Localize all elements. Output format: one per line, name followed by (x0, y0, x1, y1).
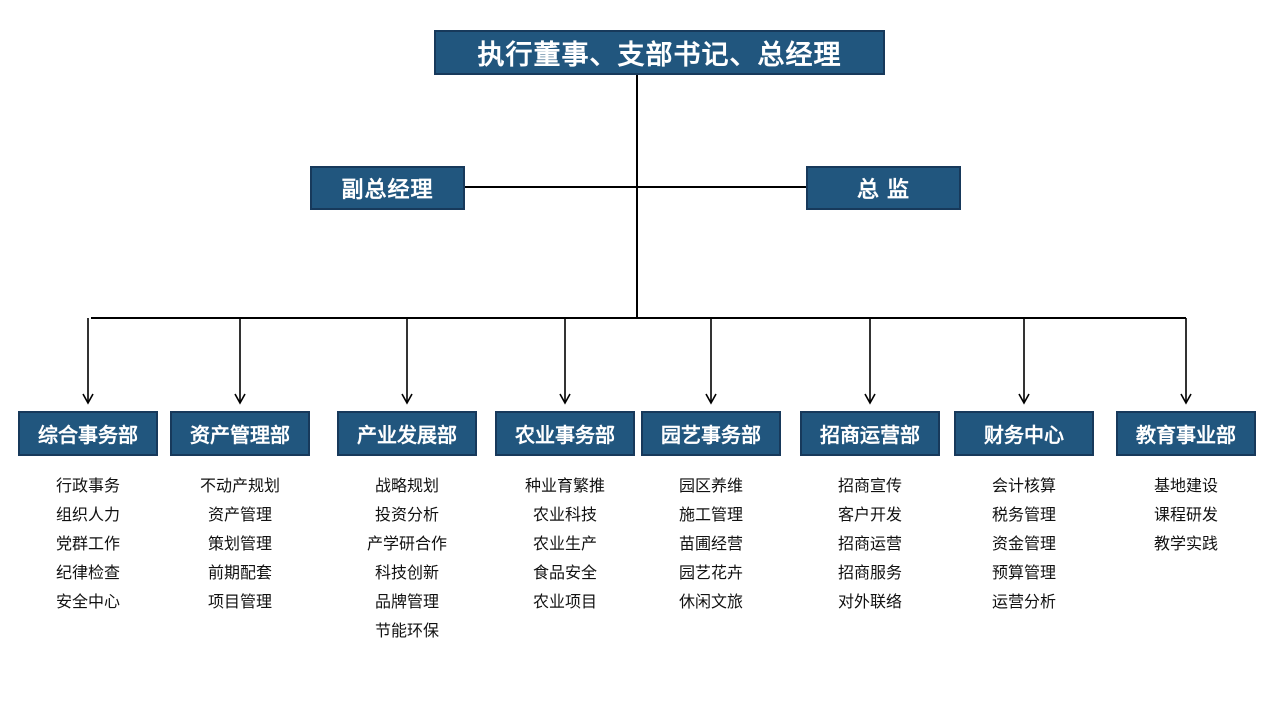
top-role-label: 执行董事、支部书记、总经理 (477, 40, 842, 70)
department-box: 园艺事务部 (641, 411, 781, 456)
department-label: 资产管理部 (190, 425, 290, 447)
department-item: 纪律检查 (55, 565, 120, 582)
department-item: 投资分析 (374, 507, 439, 524)
department-box: 招商运营部 (800, 411, 940, 456)
department-box: 资产管理部 (170, 411, 310, 456)
department-item: 战略规划 (374, 478, 439, 495)
department-item: 教学实践 (1153, 536, 1218, 553)
department-item-list: 行政事务组织人力党群工作纪律检查安全中心 (18, 472, 158, 617)
department-item: 园区养维 (678, 478, 743, 495)
department-label: 园艺事务部 (661, 425, 761, 447)
department-item: 会计核算 (991, 478, 1056, 495)
deputy-gm-box: 副总经理 (310, 166, 465, 210)
department-item: 招商运营 (837, 536, 902, 553)
department-item: 预算管理 (991, 565, 1056, 582)
department-column: 教育事业部 基地建设课程研发教学实践 (1116, 411, 1256, 559)
department-label: 招商运营部 (820, 425, 920, 447)
department-item-list: 招商宣传客户开发招商运营招商服务对外联络 (800, 472, 940, 617)
department-label: 财务中心 (984, 425, 1064, 447)
department-item: 组织人力 (55, 507, 120, 524)
department-column: 园艺事务部 园区养维施工管理苗圃经营园艺花卉休闲文旅 (641, 411, 781, 617)
department-item: 税务管理 (991, 507, 1056, 524)
department-box: 产业发展部 (337, 411, 477, 456)
department-item: 客户开发 (837, 507, 902, 524)
department-item-list: 会计核算税务管理资金管理预算管理运营分析 (954, 472, 1094, 617)
top-role-box: 执行董事、支部书记、总经理 (434, 30, 885, 75)
department-item-list: 园区养维施工管理苗圃经营园艺花卉休闲文旅 (641, 472, 781, 617)
department-item: 不动产规划 (199, 478, 280, 495)
department-item: 策划管理 (207, 536, 272, 553)
department-column: 综合事务部 行政事务组织人力党群工作纪律检查安全中心 (18, 411, 158, 617)
deputy-gm-label: 副总经理 (341, 177, 434, 202)
department-label: 综合事务部 (38, 425, 138, 447)
department-item: 休闲文旅 (678, 594, 743, 611)
department-item: 种业育繁推 (524, 478, 605, 495)
department-column: 农业事务部 种业育繁推农业科技农业生产食品安全农业项目 (495, 411, 635, 617)
department-item: 基地建设 (1153, 478, 1218, 495)
department-item: 前期配套 (207, 565, 272, 582)
department-item: 课程研发 (1153, 507, 1218, 524)
department-item: 招商服务 (837, 565, 902, 582)
department-item: 园艺花卉 (678, 565, 743, 582)
department-item: 食品安全 (532, 565, 597, 582)
department-column: 招商运营部 招商宣传客户开发招商运营招商服务对外联络 (800, 411, 940, 617)
department-drop-arrows (82, 318, 1192, 405)
department-item: 施工管理 (678, 507, 743, 524)
department-column: 财务中心 会计核算税务管理资金管理预算管理运营分析 (954, 411, 1094, 617)
department-box: 财务中心 (954, 411, 1094, 456)
department-item-list: 种业育繁推农业科技农业生产食品安全农业项目 (495, 472, 635, 617)
department-item: 苗圃经营 (678, 536, 743, 553)
department-item: 运营分析 (991, 594, 1056, 611)
department-box: 教育事业部 (1116, 411, 1256, 456)
department-label: 产业发展部 (357, 425, 457, 447)
department-item-list: 基地建设课程研发教学实践 (1116, 472, 1256, 559)
department-item: 资金管理 (991, 536, 1056, 553)
department-item-list: 战略规划投资分析产学研合作科技创新品牌管理节能环保 (337, 472, 477, 646)
department-item: 项目管理 (207, 594, 272, 611)
department-item: 农业项目 (532, 594, 597, 611)
department-item: 节能环保 (374, 623, 439, 640)
director-label: 总 监 (856, 177, 911, 202)
department-item: 安全中心 (55, 594, 120, 611)
department-item-list: 不动产规划资产管理策划管理前期配套项目管理 (170, 472, 310, 617)
department-label: 农业事务部 (515, 425, 615, 447)
department-item: 产学研合作 (366, 536, 447, 553)
department-box: 综合事务部 (18, 411, 158, 456)
department-item: 对外联络 (837, 594, 902, 611)
department-item: 招商宣传 (837, 478, 902, 495)
director-box: 总 监 (806, 166, 961, 210)
department-item: 党群工作 (55, 536, 120, 553)
department-item: 资产管理 (207, 507, 272, 524)
department-item: 农业生产 (532, 536, 597, 553)
department-item: 行政事务 (55, 478, 120, 495)
department-box: 农业事务部 (495, 411, 635, 456)
department-label: 教育事业部 (1136, 425, 1236, 447)
department-item: 农业科技 (532, 507, 597, 524)
department-column: 产业发展部 战略规划投资分析产学研合作科技创新品牌管理节能环保 (337, 411, 477, 646)
department-item: 科技创新 (374, 565, 439, 582)
department-column: 资产管理部 不动产规划资产管理策划管理前期配套项目管理 (170, 411, 310, 617)
department-item: 品牌管理 (374, 594, 439, 611)
